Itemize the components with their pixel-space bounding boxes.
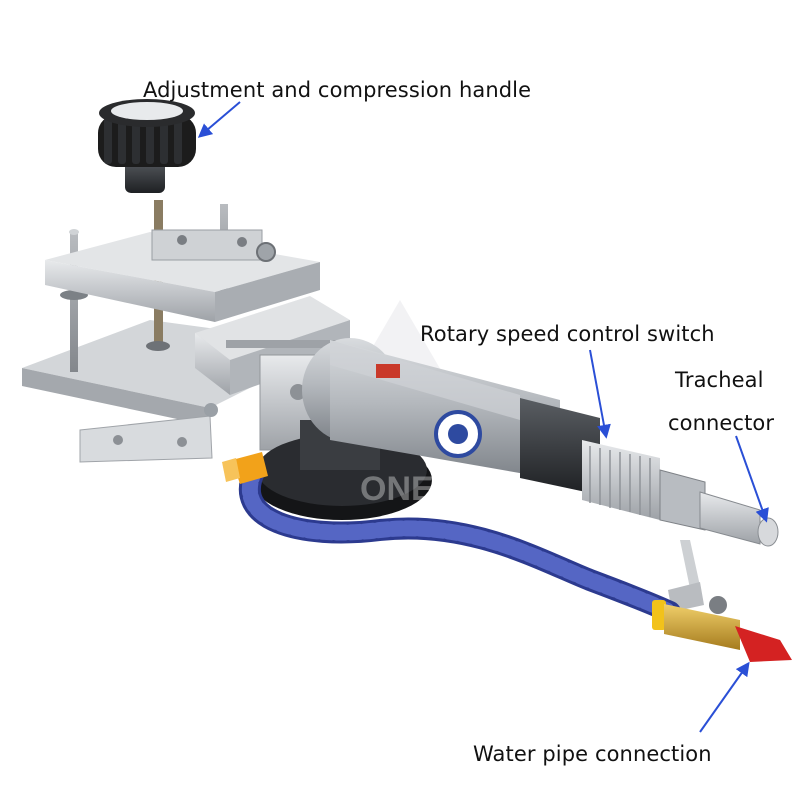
annotation-arrows xyxy=(197,101,769,733)
watermark-text: ONELAN xyxy=(360,470,504,508)
hose-icon xyxy=(222,452,681,623)
label-adjustment-handle: Adjustment and compression handle xyxy=(143,78,532,102)
grinder-disc xyxy=(252,420,432,520)
label-tracheal-line1: Tracheal xyxy=(675,368,764,392)
valve-icon xyxy=(652,596,792,662)
grinder-icon xyxy=(302,338,706,531)
arrow-speed-switch xyxy=(589,349,611,439)
adjustment-bracket xyxy=(45,229,320,322)
knob-icon xyxy=(98,99,196,193)
label-tracheal-line2: connector xyxy=(668,411,775,435)
arrow-water-pipe xyxy=(699,661,750,733)
label-speed-switch: Rotary speed control switch xyxy=(420,322,715,346)
arrow-tracheal-connector xyxy=(735,435,769,523)
label-water-pipe: Water pipe connection xyxy=(473,742,712,766)
connector-icon xyxy=(699,491,779,547)
arrow-adjustment-handle xyxy=(197,101,241,138)
valve-bracket xyxy=(668,540,704,612)
